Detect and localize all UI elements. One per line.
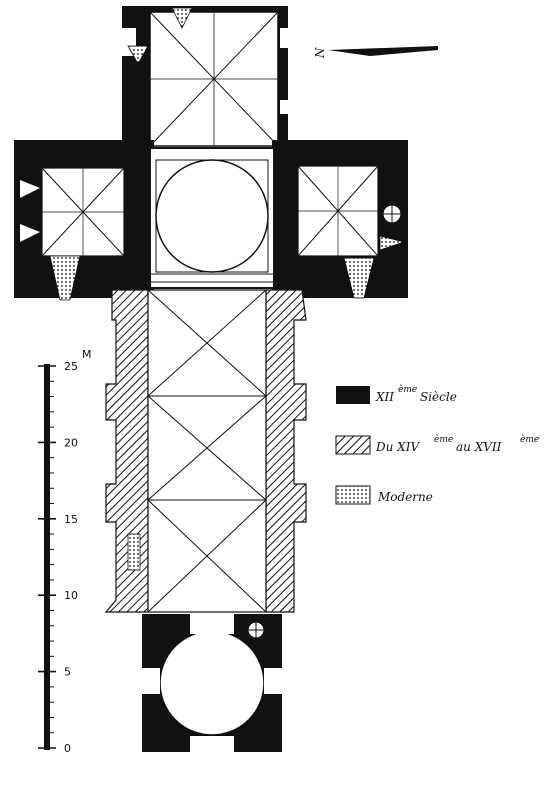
svg-text:ème: ème: [434, 434, 453, 445]
legend-swatch-dots: [335, 485, 371, 505]
legend: XII ème Siècle Du XIV ème au XVII ème Mo…: [335, 384, 539, 505]
svg-text:ème: ème: [398, 384, 417, 395]
svg-text:Siècle: Siècle: [420, 390, 457, 404]
legend-item-gothic: Du XIV ème au XVII ème: [335, 434, 539, 455]
svg-text:Moderne: Moderne: [377, 490, 433, 504]
scale-bar-line: [44, 364, 50, 750]
north-arrow: N: [313, 46, 438, 59]
tower: [142, 614, 282, 752]
scale-tick-label: 0: [64, 742, 71, 755]
legend-swatch-hatch: [335, 435, 371, 455]
scale-tick-label: 15: [64, 513, 78, 526]
transept: [14, 140, 408, 301]
svg-text:au XVII: au XVII: [456, 440, 502, 454]
north-label: N: [313, 47, 327, 59]
scale-unit: M: [82, 348, 92, 361]
choir: [122, 6, 292, 147]
scale-tick-label: 5: [64, 666, 71, 679]
svg-text:XII: XII: [375, 390, 394, 404]
svg-text:ème: ème: [520, 434, 539, 445]
legend-item-modern: Moderne: [335, 485, 433, 505]
nave: [104, 289, 307, 613]
scale-tick-label: 20: [64, 436, 78, 449]
legend-swatch-solid: [336, 386, 370, 404]
legend-item-romanesque: XII ème Siècle: [336, 384, 457, 404]
svg-text:Du XIV: Du XIV: [375, 440, 420, 454]
scale-tick-label: 25: [64, 360, 78, 373]
scale-bar: M 0 5 10 15 20 25: [38, 348, 92, 755]
scale-tick-label: 10: [64, 589, 78, 602]
north-arrow-icon: [328, 46, 438, 56]
